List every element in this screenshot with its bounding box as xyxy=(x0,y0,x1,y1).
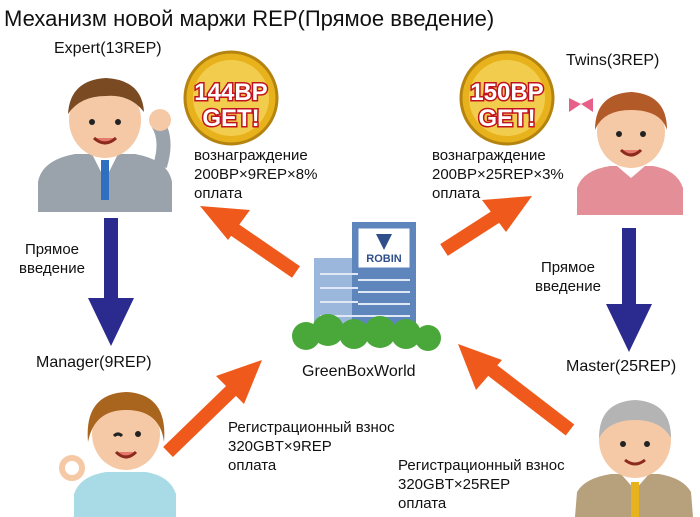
reward-text-right: вознаграждение 200BP×25REP×3% оплата xyxy=(432,147,564,202)
reward-badge-right-icon: 150BP GET! xyxy=(459,50,555,146)
arrow-master-to-building xyxy=(458,344,575,436)
reward-text-left: вознаграждение 200BP×9REP×8% оплата xyxy=(194,147,318,202)
twins-label: Twins(3REP) xyxy=(566,52,660,69)
direct-intro-label-left: Прямое введение xyxy=(19,241,85,277)
direct-intro-label-right: Прямое введение xyxy=(535,259,601,295)
expert-person-icon xyxy=(38,78,172,212)
page-title: Механизм новой маржи REP(Прямое введение… xyxy=(4,6,495,31)
arrow-manager-to-building xyxy=(163,360,262,458)
twins-person-icon xyxy=(569,92,683,215)
company-building-icon: ROBIN xyxy=(292,222,441,351)
direct-intro-arrow-right xyxy=(606,228,652,352)
fee-text-right: Регистрационный взнос 320GBT×25REP оплат… xyxy=(398,457,565,512)
direct-intro-arrow-left xyxy=(88,218,134,346)
manager-person-icon xyxy=(59,392,176,517)
expert-label: Expert(13REP) xyxy=(54,40,162,57)
manager-label: Manager(9REP) xyxy=(36,354,152,371)
arrow-building-to-twins xyxy=(440,196,532,256)
reward-badge-right-line2: GET! xyxy=(478,105,535,132)
fee-text-left: Регистрационный взнос 320GBT×9REP оплата xyxy=(228,419,395,474)
reward-badge-left-line1: 144BP xyxy=(194,79,267,106)
company-label: GreenBoxWorld xyxy=(302,363,416,380)
arrow-building-to-expert xyxy=(200,206,300,278)
building-logo-text: ROBIN xyxy=(366,253,402,265)
master-label: Master(25REP) xyxy=(566,358,677,375)
reward-badge-left-line2: GET! xyxy=(202,105,259,132)
master-person-icon xyxy=(575,400,693,517)
reward-badge-right-line1: 150BP xyxy=(470,79,543,106)
reward-badge-left-icon: 144BP GET! xyxy=(183,50,279,146)
